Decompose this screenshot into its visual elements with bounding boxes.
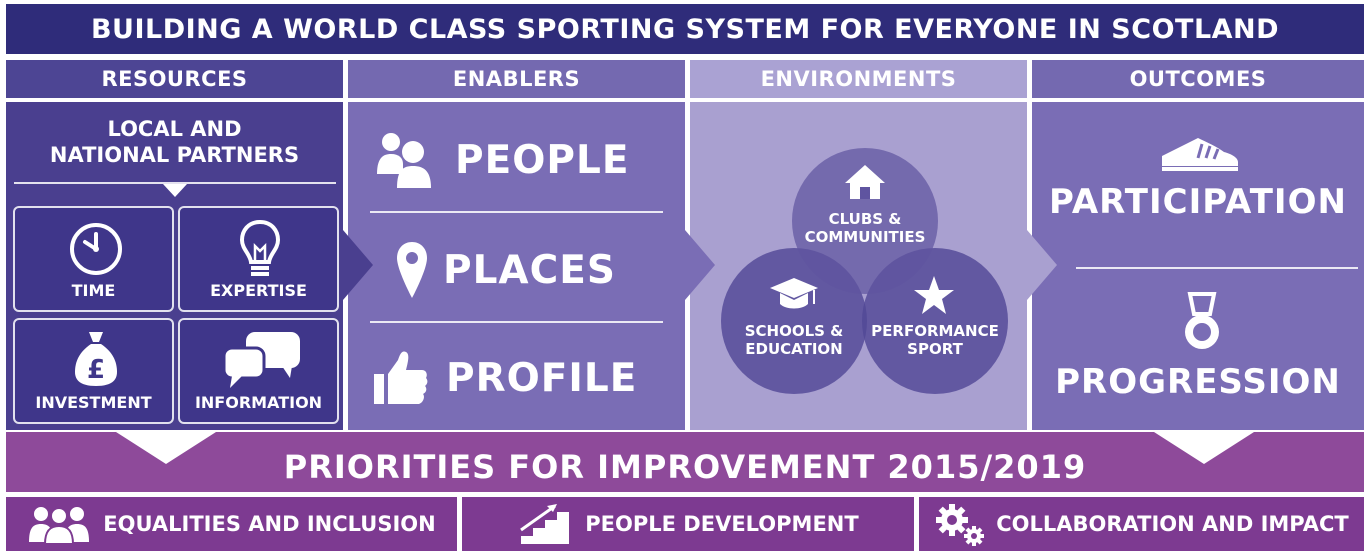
outcome-participation-label: PARTICIPATION	[1049, 182, 1347, 222]
priority-collaboration-label: COLLABORATION AND IMPACT	[996, 512, 1349, 536]
tile-investment: £ INVESTMENT	[13, 318, 174, 424]
arrow-right-icon	[1027, 230, 1057, 300]
enablers-heading: ENABLERS	[348, 60, 685, 98]
enabler-people-label: PEOPLE	[455, 137, 630, 183]
svg-text:£: £	[87, 355, 105, 385]
tile-information-label: INFORMATION	[194, 393, 323, 412]
tile-investment-label: INVESTMENT	[35, 393, 152, 412]
performance-sport-label: PERFORMANCE SPORT	[862, 320, 1008, 360]
tile-information: INFORMATION	[178, 318, 339, 424]
environments-heading: ENVIRONMENTS	[690, 60, 1027, 98]
location-pin-icon	[397, 242, 427, 298]
priority-collaboration-impact: COLLABORATION AND IMPACT	[919, 497, 1364, 551]
pointer-down-icon	[163, 184, 187, 197]
star-icon	[914, 276, 954, 314]
clubs-line-2: COMMUNITIES	[804, 228, 926, 246]
money-bag-icon: £	[75, 332, 117, 386]
resources-heading: RESOURCES	[6, 60, 343, 98]
house-icon	[845, 165, 885, 199]
priorities-banner-shape	[6, 432, 1364, 492]
thumbs-up-icon	[374, 351, 428, 404]
enabler-profile: PROFILE	[372, 346, 685, 410]
arrow-right-icon	[685, 230, 715, 300]
clock-icon	[70, 223, 122, 275]
people-icon	[377, 133, 431, 188]
schools-line-2: EDUCATION	[745, 340, 843, 358]
performance-line-1: PERFORMANCE	[871, 322, 999, 340]
gears-icon	[936, 504, 985, 546]
tile-time-label: TIME	[71, 281, 116, 300]
stairs-arrow-icon	[520, 504, 570, 544]
tile-time: TIME	[13, 206, 174, 312]
partners-line-1: LOCAL AND	[107, 117, 242, 141]
priorities-heading: PRIORITIES FOR IMPROVEMENT 2015/2019	[283, 448, 1087, 486]
divider	[14, 182, 336, 184]
outcomes-heading: OUTCOMES	[1032, 60, 1364, 98]
divider	[370, 321, 663, 323]
schools-education-label: SCHOOLS & EDUCATION	[721, 320, 867, 360]
priority-people-development: PEOPLE DEVELOPMENT	[462, 497, 914, 551]
enabler-places-label: PLACES	[443, 247, 616, 293]
clubs-communities-label: CLUBS & COMMUNITIES	[792, 208, 938, 248]
clubs-line-1: CLUBS &	[828, 210, 902, 228]
priority-equalities-inclusion: EQUALITIES AND INCLUSION	[6, 497, 457, 551]
tile-expertise-label: EXPERTISE	[210, 281, 307, 300]
tile-expertise: EXPERTISE	[178, 206, 339, 312]
medal-icon	[1185, 292, 1219, 349]
arrow-right-icon	[343, 230, 373, 300]
partners-line-2: NATIONAL PARTNERS	[49, 143, 300, 167]
priority-equalities-label: EQUALITIES AND INCLUSION	[103, 512, 436, 536]
divider	[1076, 267, 1358, 269]
schools-line-1: SCHOOLS &	[744, 322, 844, 340]
trainer-shoe-icon	[1162, 138, 1238, 171]
performance-line-2: SPORT	[907, 340, 963, 358]
speech-bubbles-icon	[222, 332, 300, 388]
local-national-partners-heading: LOCAL AND NATIONAL PARTNERS	[6, 114, 343, 170]
graduation-cap-icon	[770, 278, 818, 309]
divider	[370, 211, 663, 213]
group-icon	[29, 507, 90, 544]
enabler-places: PLACES	[395, 238, 685, 302]
outcome-progression-label: PROGRESSION	[1055, 362, 1341, 402]
enabler-people: PEOPLE	[375, 128, 685, 192]
priority-people-development-label: PEOPLE DEVELOPMENT	[585, 512, 859, 536]
enabler-profile-label: PROFILE	[446, 355, 638, 401]
lightbulb-icon	[239, 219, 281, 276]
main-title: BUILDING A WORLD CLASS SPORTING SYSTEM F…	[6, 4, 1364, 54]
